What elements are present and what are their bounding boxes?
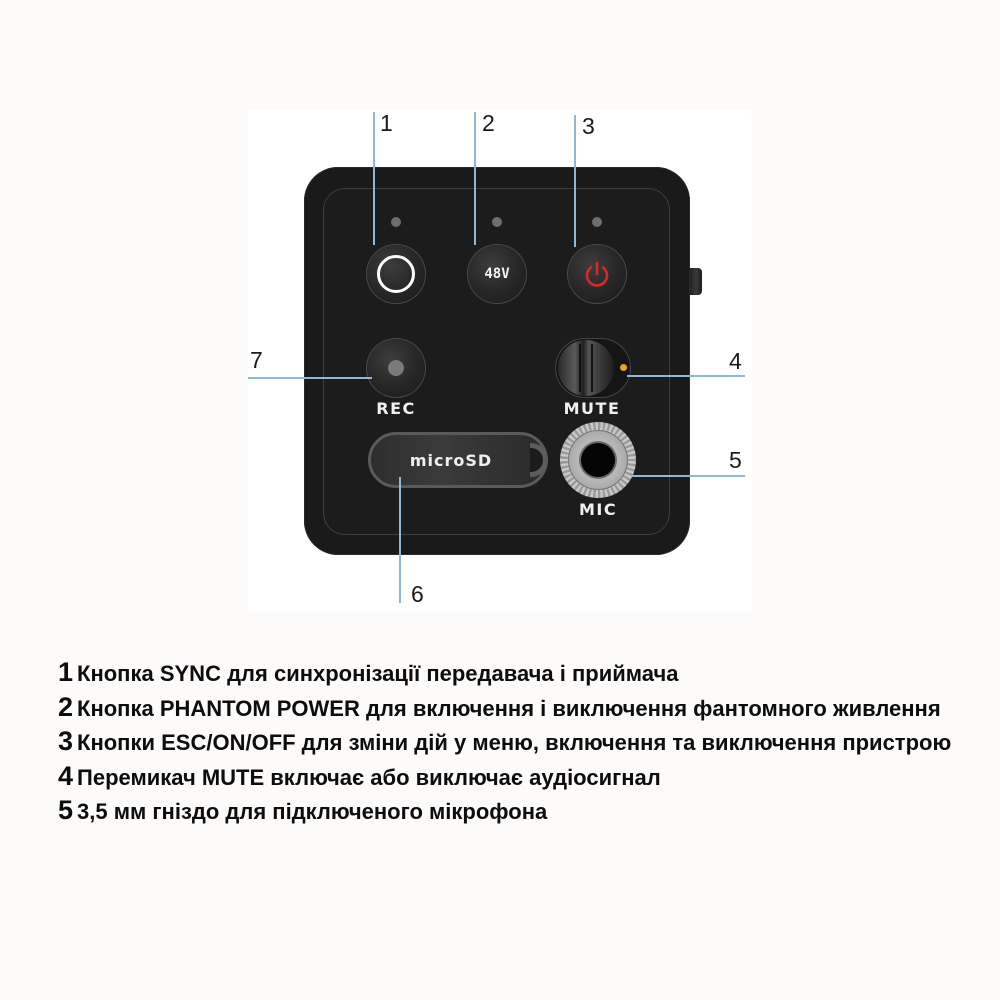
callout-number-7: 7 (250, 347, 263, 373)
sync-led (391, 217, 401, 227)
callout-line-4 (627, 375, 745, 377)
mic-jack-hole (581, 443, 615, 477)
rec-label: REC (376, 399, 416, 418)
mic-jack-ring (568, 430, 628, 490)
callout-number-5: 5 (729, 447, 742, 473)
rec-button (367, 339, 425, 397)
description-number: 1 (58, 657, 74, 687)
description-text: 3,5 мм гніздо для підключеного мікрофона (77, 799, 548, 824)
callout-number-2: 2 (482, 110, 495, 136)
microsd-slot: microSD (368, 432, 548, 488)
description-number: 3 (58, 726, 74, 756)
callout-number-4: 4 (729, 348, 742, 374)
description-number: 4 (58, 760, 74, 791)
description-text: Кнопка SYNC для синхронізації передавача… (77, 661, 679, 686)
callout-number-6: 6 (411, 581, 424, 607)
callout-line-2 (474, 112, 476, 245)
power-button (568, 245, 626, 303)
description-text: Кнопка PHANTOM POWER для включення і вик… (77, 695, 941, 721)
callout-line-1 (373, 112, 375, 245)
mute-led (620, 364, 627, 371)
power-icon (585, 261, 609, 287)
description-text: Перемикач MUTE включає або виключає ауді… (77, 764, 661, 790)
callout-number-3: 3 (582, 113, 595, 139)
mute-label: MUTE (563, 399, 621, 418)
callout-line-7 (248, 377, 372, 379)
description-number: 2 (58, 691, 74, 722)
microsd-notch (530, 443, 548, 477)
phantom-power-button: 48V (468, 245, 526, 303)
phantom-led (492, 217, 502, 227)
callout-line-3 (574, 115, 576, 247)
callout-number-1: 1 (380, 110, 393, 136)
callout-line-5 (632, 475, 745, 477)
microsd-label: microSD (409, 450, 493, 470)
callout-line-6 (399, 477, 401, 603)
mute-knob (558, 340, 614, 396)
mic-jack (560, 422, 636, 498)
rec-dot-icon (388, 360, 404, 376)
mute-switch (556, 339, 630, 397)
side-button (690, 268, 702, 295)
phantom-label: 48V (484, 266, 510, 282)
sync-button (367, 245, 425, 303)
ring-icon (377, 255, 415, 293)
description-number: 5 (58, 795, 74, 825)
mic-label: MIC (578, 500, 618, 519)
description-text: Кнопки ESC/ON/OFF для зміни дій у меню, … (77, 730, 952, 755)
power-led (592, 217, 602, 227)
